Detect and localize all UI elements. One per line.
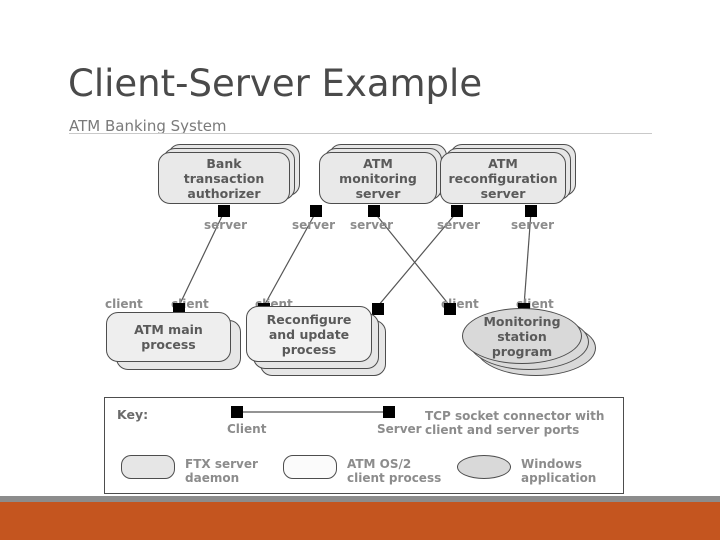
port-label-server-3: server [350,218,394,232]
client-port-connector-3[interactable] [372,303,384,315]
key-swatch-ftx-server-daemon [121,455,175,479]
page-subtitle: ATM Banking System [69,117,227,135]
connector-lines [178,211,532,307]
key-server-connector-icon [383,406,395,418]
port-label-client-1: client [105,297,143,311]
key-swatch-atm-os2-client-process [283,455,337,479]
key-server-label: Server [377,422,422,436]
key-client-label: Client [227,422,267,436]
key-connector-label: TCP socket connector with client and ser… [425,409,605,437]
client-port-connector-4[interactable] [444,303,456,315]
server-port-connector-4[interactable] [451,205,463,217]
key-panel: Key: Client Server TCP socket connector … [104,397,624,494]
footer-gray-strip [0,496,720,502]
server-port-connector-5[interactable] [525,205,537,217]
server-port-connector-3[interactable] [368,205,380,217]
key-title: Key: [117,407,149,422]
server-port-connector-2[interactable] [310,205,322,217]
port-label-server-5: server [511,218,555,232]
key-legend-label-atm-os2-client-process: ATM OS/2 client process [347,457,442,485]
key-legend-label-ftx-server-daemon: FTX server daemon [185,457,258,485]
server-port-connector-1[interactable] [218,205,230,217]
key-swatch-windows-application [457,455,511,479]
key-client-connector-icon [231,406,243,418]
key-connector-line [243,411,383,413]
port-label-server-2: server [292,218,336,232]
key-legend-label-windows-application: Windows application [521,457,597,485]
port-label-server-1: server [204,218,248,232]
port-label-server-4: server [437,218,481,232]
page-title: Client-Server Example [68,62,483,105]
footer-accent-bar [0,502,720,540]
title-divider [69,133,652,134]
